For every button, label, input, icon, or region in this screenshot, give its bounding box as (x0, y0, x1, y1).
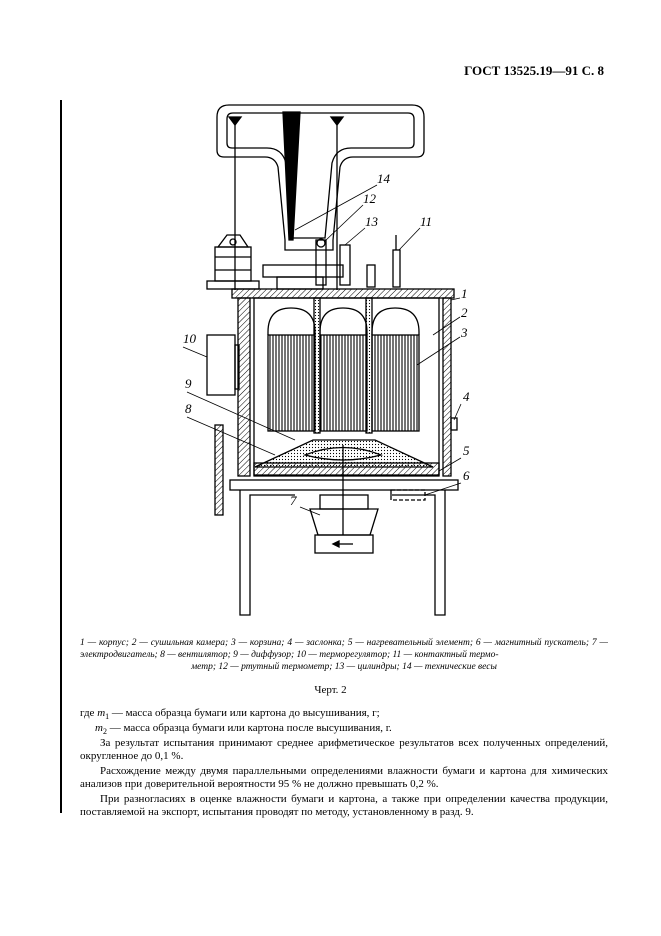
paragraph-divergence: Расхождение между двумя параллельными оп… (80, 765, 608, 790)
callout-1: 1 (461, 286, 468, 301)
caption-line-2: метр; 12 — ртутный термометр; 13 — цилин… (191, 662, 497, 672)
callout-10: 10 (183, 331, 197, 346)
callout-14: 14 (377, 171, 391, 186)
margin-rule (60, 100, 62, 813)
caption-line-1: 1 — корпус; 2 — сушильная камера; 3 — ко… (80, 638, 608, 660)
paragraph-disputes: При разногласиях в оценке влажности бума… (80, 793, 608, 818)
callout-13: 13 (365, 214, 379, 229)
callout-9: 9 (185, 376, 192, 391)
drying-apparatus-drawing: 14 12 13 11 1 2 3 10 9 8 4 5 6 7 (182, 104, 470, 616)
callout-7: 7 (290, 493, 297, 508)
callout-4: 4 (463, 389, 470, 404)
callout-5: 5 (463, 443, 470, 458)
paragraph-result: За результат испытания принимают среднее… (80, 737, 608, 762)
figure-title: Черт. 2 (314, 684, 347, 696)
paragraph-m1: где m1 — масса образца бумаги или картон… (80, 707, 380, 722)
page-header: ГОСТ 13525.19—91 С. 8 (464, 63, 604, 78)
callout-3: 3 (460, 325, 468, 340)
paragraph-m2: m2 — масса образца бумаги или картона по… (95, 722, 392, 737)
callout-12: 12 (363, 191, 377, 206)
callout-11: 11 (420, 214, 432, 229)
callout-2: 2 (461, 305, 468, 320)
callout-6: 6 (463, 468, 470, 483)
callout-8: 8 (185, 401, 192, 416)
balance-frame (216, 104, 425, 251)
figure-caption: 1 — корпус; 2 — сушильная камера; 3 — ко… (80, 637, 608, 673)
